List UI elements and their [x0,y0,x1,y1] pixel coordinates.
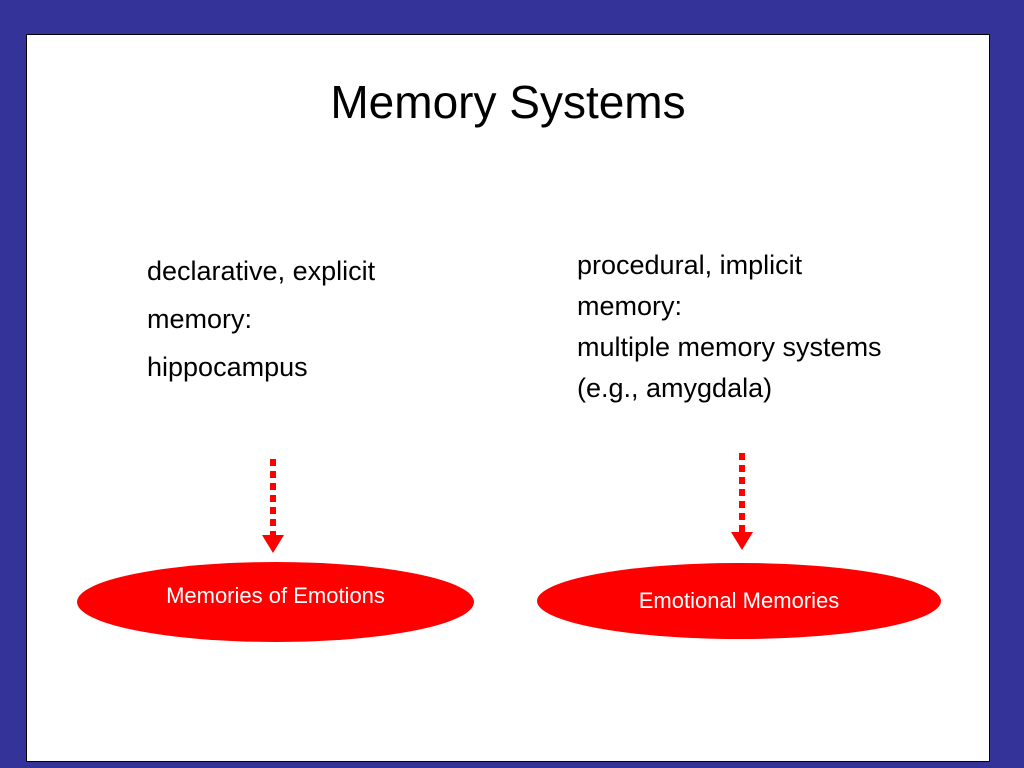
dotted-down-arrow-icon [262,459,284,553]
declarative-memory-text: declarative, explicit memory: hippocampu… [147,247,375,391]
slide-title: Memory Systems [330,76,686,128]
procedural-memory-text: procedural, implicit memory: multiple me… [577,245,882,409]
left-line-1: declarative, explicit [147,256,376,286]
slide-canvas: Memory Systems declarative, explicit mem… [26,34,990,762]
right-line-2: memory: [577,291,683,321]
right-line-1: procedural, implicit [577,250,803,280]
memories-of-emotions-ellipse: Memories of Emotions [77,562,474,642]
left-line-3: hippocampus [147,352,308,382]
right-line-3: multiple memory systems [577,332,882,362]
emotional-memories-ellipse: Emotional Memories [537,563,941,639]
emotional-memories-label: Emotional Memories [638,588,840,613]
memories-of-emotions-label: Memories of Emotions [166,583,385,608]
right-line-4: (e.g., amygdala) [577,373,773,403]
left-line-2: memory: [147,304,253,334]
dotted-down-arrow-icon [731,453,753,550]
